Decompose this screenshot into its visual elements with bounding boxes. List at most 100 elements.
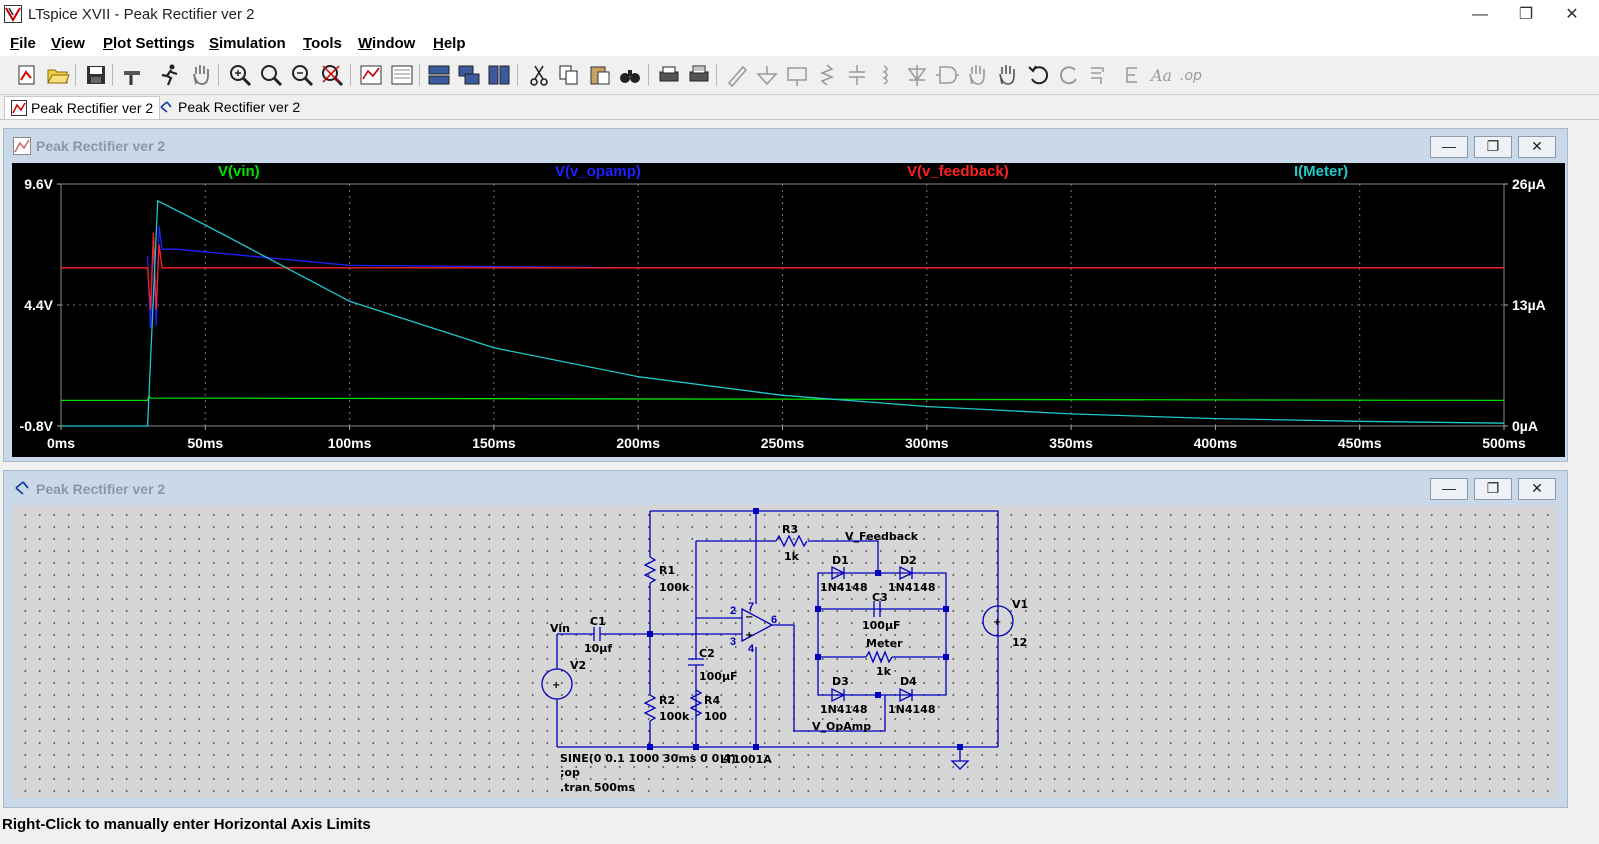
menu-simulation[interactable]: Simulation [209,35,286,52]
c1-label[interactable]: C1 [590,615,606,628]
mirror-icon[interactable] [1117,62,1143,88]
d4-label[interactable]: D4 [900,675,917,688]
schematic-maximize-button[interactable]: ❐ [1474,478,1512,500]
v-feedback-label[interactable]: V_Feedback [845,530,919,543]
menu-help[interactable]: Help [433,35,466,52]
find-binoculars-icon[interactable] [617,62,643,88]
tile-vertical-icon[interactable] [486,62,512,88]
schematic-close-button[interactable]: ✕ [1518,478,1556,500]
menu-file[interactable]: File [10,35,36,52]
minimize-button[interactable]: — [1472,6,1488,23]
tran-directive[interactable]: .tran 500ms [560,781,635,794]
drag-hand-icon[interactable] [994,62,1020,88]
r2-value[interactable]: 100k [659,710,690,723]
tile-horizontal-icon[interactable] [426,62,452,88]
meter-value[interactable]: 1k [876,665,891,678]
d1-label[interactable]: D1 [832,554,849,567]
autorange-icon[interactable] [358,62,384,88]
plot-settings-icon[interactable] [389,62,415,88]
v-opamp-label[interactable]: V_OpAmp [812,720,872,733]
menu-view[interactable]: View [51,35,85,52]
cut-icon[interactable] [526,62,552,88]
zoom-out-icon[interactable] [289,62,315,88]
r4-label[interactable]: R4 [704,694,721,707]
d2-value[interactable]: 1N4148 [888,581,936,594]
r4-value[interactable]: 100 [704,710,727,723]
component-icon[interactable] [934,62,960,88]
print-preview-icon[interactable] [656,62,682,88]
vin-net-label[interactable]: Vin [550,622,570,635]
menu-plot-settings[interactable]: Plot Settings [103,35,195,52]
c1-value[interactable]: 10µf [584,642,613,655]
restore-button[interactable]: ❐ [1518,6,1534,23]
c3-label[interactable]: C3 [872,591,888,604]
halt-hand-icon[interactable] [188,62,214,88]
svg-text:+: + [552,680,560,691]
zoom-area-icon[interactable] [227,62,253,88]
undo-icon[interactable] [1026,62,1052,88]
v1-value[interactable]: 12 [1012,636,1028,649]
legend-v-feedback[interactable]: V(v_feedback) [907,163,1009,180]
v2-label[interactable]: V2 [570,659,587,672]
schematic-minimize-button[interactable]: — [1430,478,1468,500]
control-panel-hammer-icon[interactable] [120,62,146,88]
legend-v-opamp[interactable]: V(v_opamp) [555,163,641,180]
circuit-drawing[interactable]: + + − + [12,505,1557,798]
cascade-icon[interactable] [456,62,482,88]
d4-value[interactable]: 1N4148 [888,703,936,716]
ground-icon[interactable] [754,62,780,88]
meter-label[interactable]: Meter [866,637,903,650]
waveform-maximize-button[interactable]: ❐ [1474,136,1512,158]
r2-label[interactable]: R2 [659,694,676,707]
print-icon[interactable] [686,62,712,88]
inductor-icon[interactable] [874,62,900,88]
paste-icon[interactable] [587,62,613,88]
ltspice-app-icon[interactable] [4,5,22,23]
waveform-close-button[interactable]: ✕ [1518,136,1556,158]
save-icon[interactable] [83,62,109,88]
run-icon[interactable] [157,62,183,88]
menu-tools[interactable]: Tools [303,35,342,52]
new-schematic-icon[interactable] [14,62,40,88]
diode-icon[interactable] [904,62,930,88]
redo-icon[interactable] [1056,62,1082,88]
resistor-icon[interactable] [814,62,840,88]
r3-label[interactable]: R3 [782,523,799,536]
d3-label[interactable]: D3 [832,675,849,688]
tab-waveform[interactable]: Peak Rectifier ver 2 [4,96,161,119]
spice-directive-icon[interactable]: .op [1178,62,1204,88]
draw-wire-pencil-icon[interactable] [724,62,750,88]
c2-value[interactable]: 100µF [699,670,738,683]
v2-sine-directive[interactable]: SINE(0 0.1 1000 30ms 0 0 4) [560,752,736,765]
copy-icon[interactable] [556,62,582,88]
op-directive[interactable]: ;op [560,766,580,779]
d2-label[interactable]: D2 [900,554,917,567]
close-button[interactable]: ✕ [1565,6,1579,23]
tab-schematic[interactable]: Peak Rectifier ver 2 [152,96,306,118]
opamp-label[interactable]: LT1001A [720,753,772,766]
label-net-icon[interactable] [784,62,810,88]
x-tick-label: 300ms [905,435,949,451]
open-folder-icon[interactable] [45,62,71,88]
move-hand-icon[interactable] [964,62,990,88]
d3-value[interactable]: 1N4148 [820,703,868,716]
menu-window[interactable]: Window [358,35,416,52]
v1-label[interactable]: V1 [1012,598,1029,611]
c2-label[interactable]: C2 [699,647,715,660]
r3-value[interactable]: 1k [784,550,799,563]
legend-vin[interactable]: V(vin) [218,163,260,180]
zoom-fit-icon[interactable] [319,62,345,88]
d1-value[interactable]: 1N4148 [820,581,868,594]
c3-value[interactable]: 100µF [862,619,901,632]
rotate-icon[interactable] [1087,62,1113,88]
waveform-minimize-button[interactable]: — [1430,136,1468,158]
text-icon[interactable]: Aa [1148,62,1174,88]
r1-label[interactable]: R1 [659,564,676,577]
capacitor-icon[interactable] [844,62,870,88]
schematic-canvas[interactable]: + + − + [12,505,1557,798]
legend-meter[interactable]: I(Meter) [1294,163,1349,180]
pan-zoom-icon[interactable] [258,62,284,88]
r1-value[interactable]: 100k [659,581,690,594]
